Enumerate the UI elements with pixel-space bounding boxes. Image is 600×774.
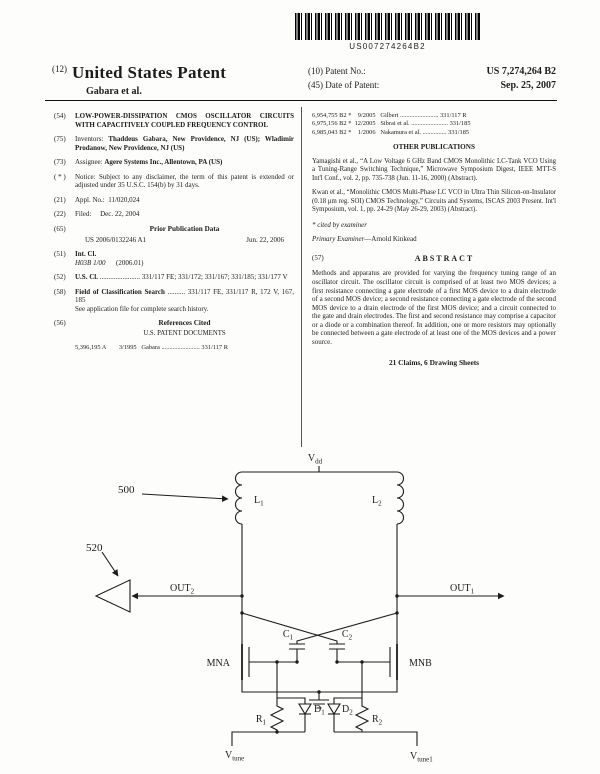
out1-label: OUT1 xyxy=(450,583,475,596)
vdd-label: Vdd xyxy=(308,453,323,466)
field-tag: (73) xyxy=(54,158,66,167)
field-note: See application file for complete search… xyxy=(75,304,209,313)
us-patent-ref: 6,975,156 B2 * 12/2005 Sibrai et al. ...… xyxy=(312,120,471,128)
references-heading: References Cited xyxy=(158,319,211,328)
us-patent-ref: 6,985,043 B2 * 1/2006 Nakamura et al. ..… xyxy=(312,128,470,136)
oscillator-circuit-figure: 500 520 Vdd L1 L2 OUT2 OUT1 MNA MNB C1 C… xyxy=(86,453,505,764)
d2-label: D2 xyxy=(342,704,353,717)
header-left: (12) United States Patent xyxy=(52,63,226,83)
patent-no-value: US 7,274,264 B2 xyxy=(486,66,556,77)
field-tag: (75) xyxy=(54,135,66,144)
barcode-number: US007274264B2 xyxy=(349,42,426,51)
abstract-heading-row: (57) ABSTRACT xyxy=(312,254,556,264)
field-tag: ( * ) xyxy=(54,172,66,181)
circuit-wires xyxy=(94,466,505,746)
notice-label: Notice: xyxy=(75,172,96,181)
mnb-label: MNB xyxy=(409,658,432,669)
barcode-icon xyxy=(295,13,480,40)
publication-2: Kwan et al., “Monolithic CMOS Multi-Phas… xyxy=(312,189,556,214)
title-block: (54) LOW-POWER-DISSIPATION CMOS OSCILLAT… xyxy=(54,112,294,129)
patent-no-label: (10) Patent No.: xyxy=(308,66,366,76)
d1-label: D1 xyxy=(314,704,325,717)
appl-value: 11/020,024 xyxy=(108,195,140,204)
us-docs-heading: U.S. PATENT DOCUMENTS xyxy=(143,330,226,338)
field-tag: (56) xyxy=(54,319,66,328)
intcl-label: Int. Cl. xyxy=(75,250,97,259)
notice-block: ( * ) Notice: Subject to any disclaimer,… xyxy=(54,173,294,190)
references-block: (56) References Cited U.S. PATENT DOCUME… xyxy=(54,319,294,352)
us-patent-ref: 6,954,755 B2 * 9/2005 Gilbert ..........… xyxy=(312,112,467,119)
field-value: .......... 331/117 FE, 331/117 R, 172 V,… xyxy=(75,287,295,305)
abstract-heading: ABSTRACT xyxy=(414,253,475,263)
vtune-label: Vtune xyxy=(225,750,244,763)
circuit-labels: 500 520 Vdd L1 L2 OUT2 OUT1 MNA MNB C1 C… xyxy=(86,453,475,764)
vtune1-label: Vtune1 xyxy=(410,751,433,764)
assignee-label: Assignee: xyxy=(75,158,103,167)
invention-title: LOW-POWER-DISSIPATION CMOS OSCILLATOR CI… xyxy=(75,112,294,129)
field-tag: (51) xyxy=(54,250,66,259)
ref-numeral-500: 500 xyxy=(118,484,135,496)
field-tag: (58) xyxy=(54,287,66,296)
column-divider xyxy=(301,107,302,447)
field-tag: (22) xyxy=(54,210,66,219)
uscl-value: ....................... 331/117 FE; 331/… xyxy=(99,273,288,282)
examiner-name: —Arnold Kinkead xyxy=(364,235,417,244)
cited-by-examiner: * cited by examiner xyxy=(312,220,368,229)
page-title: United States Patent xyxy=(72,63,227,82)
header-right: (10) Patent No.: US 7,274,264 B2 (45) Da… xyxy=(308,66,556,94)
barcode-block: US007274264B2 xyxy=(295,13,480,51)
field-tag: (57) xyxy=(312,253,324,262)
circuit-junction-dots xyxy=(240,594,399,734)
kind-code: (12) xyxy=(52,64,67,74)
c1-label: C1 xyxy=(283,629,294,642)
filed-block: (22) Filed: Dec. 22, 2004 xyxy=(54,210,294,219)
intcl-year: (2006.01) xyxy=(116,258,144,267)
date-value: Sep. 25, 2007 xyxy=(500,80,556,91)
us-patent-ref: 5,396,195 A 3/1995 Gabara ..............… xyxy=(75,344,228,352)
appl-label: Appl. No.: xyxy=(75,195,105,204)
inventors-label: Inventors: xyxy=(75,135,104,144)
claims-line: 21 Claims, 6 Drawing Sheets xyxy=(388,358,480,368)
intcl-block: (51) Int. Cl. H03B 1/00 (2006.01) xyxy=(54,250,294,267)
appl-no-block: (21) Appl. No.: 11/020,024 xyxy=(54,196,294,205)
filed-value: Dec. 22, 2004 xyxy=(100,210,140,219)
field-search-block: (58) Field of Classification Search ....… xyxy=(54,288,294,314)
pubdata-number: US 2006/0132246 A1 xyxy=(85,235,147,244)
other-pubs-heading: OTHER PUBLICATIONS xyxy=(393,142,475,151)
date-label: (45) Date of Patent: xyxy=(308,80,380,90)
field-tag: (65) xyxy=(54,224,66,233)
out2-label: OUT2 xyxy=(170,583,195,596)
field-label: Field of Classification Search xyxy=(75,287,165,296)
field-tag: (54) xyxy=(54,112,66,120)
assignee-block: (73) Assignee: Agere Systems Inc., Allen… xyxy=(54,158,294,167)
mna-label: MNA xyxy=(207,658,231,669)
pubdata-heading: Prior Publication Data xyxy=(149,224,220,233)
ref-numeral-520: 520 xyxy=(86,542,103,554)
notice-value: Subject to any disclaimer, the term of t… xyxy=(75,172,294,190)
inventors-block: (75) Inventors: Thaddeus Gabara, New Pro… xyxy=(54,135,294,152)
field-tag: (21) xyxy=(54,195,66,204)
l1-label: L1 xyxy=(254,495,264,508)
abstract-text: Methods and apparatus are provided for v… xyxy=(312,269,556,346)
r2-label: R2 xyxy=(372,714,383,727)
inventors-value: Thaddeus Gabara, New Providence, NJ (US)… xyxy=(75,135,295,152)
examiner-line: Primary Examiner—Arnold Kinkead xyxy=(312,235,556,244)
assignee-value: Agere Systems Inc., Allentown, PA (US) xyxy=(104,158,223,167)
examiner-label: Primary Examiner xyxy=(312,235,365,244)
pubdata-date: Jun. 22, 2006 xyxy=(246,235,284,244)
header-divider xyxy=(45,100,557,101)
uscl-block: (52) U.S. Cl. ....................... 33… xyxy=(54,273,294,282)
l2-label: L2 xyxy=(372,495,382,508)
r1-label: R1 xyxy=(256,714,267,727)
intcl-class: H03B 1/00 xyxy=(75,258,106,267)
inventor-line: Gabara et al. xyxy=(86,86,142,97)
publication-1: Yamagishi et al., “A Low Voltage 6 GHz B… xyxy=(312,157,556,182)
c2-label: C2 xyxy=(342,629,353,642)
pubdata-block: (65) Prior Publication Data US 2006/0132… xyxy=(54,225,294,244)
field-tag: (52) xyxy=(54,273,66,282)
left-column: (54) LOW-POWER-DISSIPATION CMOS OSCILLAT… xyxy=(54,112,294,353)
filed-label: Filed: xyxy=(75,210,92,219)
right-column: 6,954,755 B2 * 9/2005 Gilbert ..........… xyxy=(312,112,556,367)
uscl-label: U.S. Cl. xyxy=(75,273,98,282)
